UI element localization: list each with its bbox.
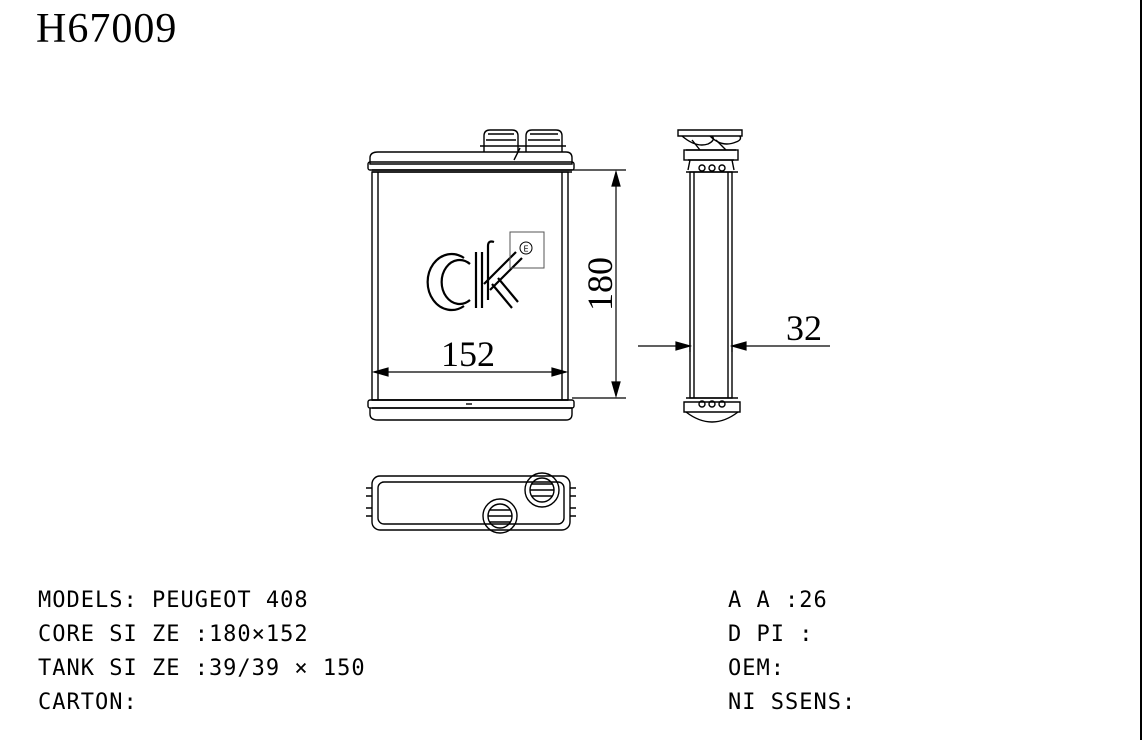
height-dimension: [572, 169, 626, 399]
spec-carton: CARTON:: [38, 690, 138, 715]
lower-tank: [367, 399, 575, 421]
top-view-pipe-outlet: [524, 472, 560, 508]
spec-tank-size: TANK SI ZE :39/39 × 150: [38, 656, 366, 681]
height-dimension-label: 180: [580, 257, 620, 311]
spec-aa: A A :26: [728, 588, 828, 613]
specs-left-column: MODELS: PEUGEOT 408 CORE SI ZE :180×152 …: [38, 584, 366, 720]
spec-nissens: NI SSENS:: [728, 690, 857, 715]
side-top-pipes: [677, 129, 743, 173]
part-number-title: H67009: [36, 6, 178, 52]
spec-oem: OEM:: [728, 656, 785, 681]
spec-core-size: CORE SI ZE :180×152: [38, 622, 309, 647]
top-view-pipe-inlet: [482, 498, 518, 534]
side-body: [689, 171, 733, 399]
logo-badge-letter: E: [523, 245, 528, 254]
width-dimension: [371, 367, 569, 377]
top-pipes: [480, 129, 566, 161]
depth-dimension: [638, 330, 830, 352]
top-view: [366, 472, 576, 534]
front-view: E 180 152: [367, 129, 626, 421]
frame-border: [1140, 0, 1142, 740]
specs-right-column: A A :26 D PI : OEM: NI SSENS:: [728, 584, 856, 720]
spec-models: MODELS: PEUGEOT 408: [38, 588, 309, 613]
spec-dpi: D PI :: [728, 622, 814, 647]
side-view: 32: [638, 129, 830, 423]
width-dimension-label: 152: [441, 334, 495, 374]
upper-tank: [367, 151, 575, 173]
depth-dimension-label: 32: [786, 308, 822, 348]
side-bottom-tank: [683, 397, 741, 423]
brand-logo: E: [426, 231, 545, 312]
